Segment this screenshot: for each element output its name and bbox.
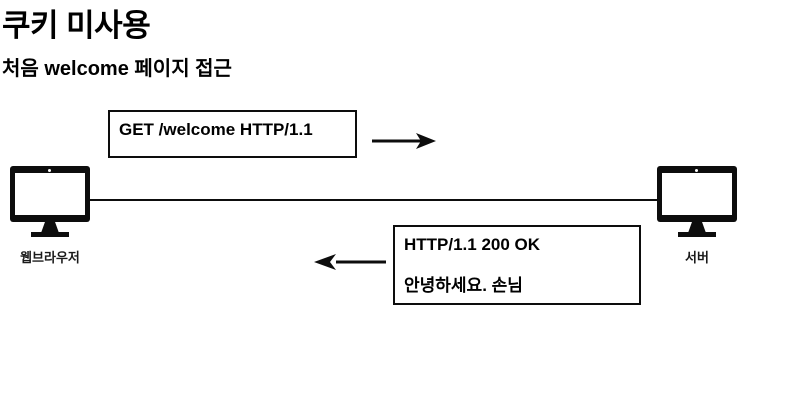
arrow-left-icon (314, 254, 386, 270)
node-label-server: 서버 (685, 250, 709, 265)
monitor-screen (15, 173, 85, 215)
response-message-box: HTTP/1.1 200 OK 안녕하세요. 손님 (393, 225, 641, 305)
node-web-browser: 웹브라우저 (2, 166, 98, 266)
monitor-camera-dot (48, 168, 51, 172)
page-title: 쿠키 미사용 (2, 8, 151, 43)
client-server-connection-line (90, 199, 658, 201)
request-message-box: GET /welcome HTTP/1.1 (108, 110, 357, 158)
response-line-2: 안녕하세요. 손님 (404, 276, 523, 295)
monitor-stand-base (678, 232, 716, 237)
desktop-monitor-icon (657, 166, 737, 238)
monitor-screen (662, 173, 732, 215)
monitor-camera-dot (695, 168, 698, 172)
monitor-stand-neck (41, 222, 59, 233)
desktop-monitor-icon (10, 166, 90, 238)
response-line-1: HTTP/1.1 200 OK (404, 235, 541, 254)
arrow-right-icon (372, 133, 436, 149)
request-line-1: GET /welcome HTTP/1.1 (119, 120, 313, 139)
node-label-web-browser: 웹브라우저 (20, 250, 80, 265)
monitor-stand-neck (688, 222, 706, 233)
monitor-stand-base (31, 232, 69, 237)
node-server: 서버 (649, 166, 745, 266)
page-subtitle: 처음 welcome 페이지 접근 (2, 58, 232, 80)
